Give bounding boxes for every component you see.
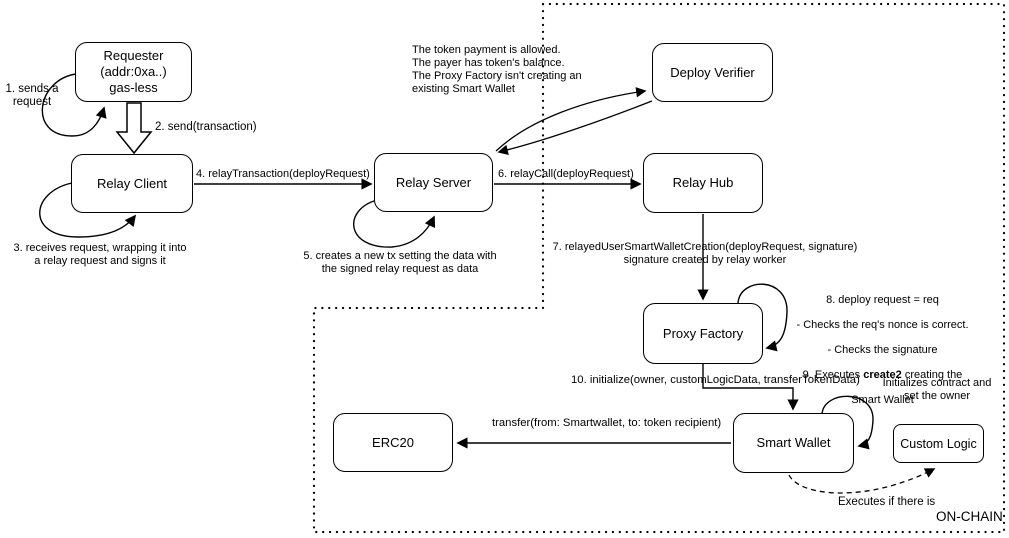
smart-wallet-node[interactable]: Smart Wallet xyxy=(733,413,854,473)
transfer-label: transfer(from: Smartwallet, to: token re… xyxy=(492,417,722,429)
step10-arrow xyxy=(702,364,799,411)
step8-line1: 8. deploy request = req xyxy=(826,293,939,306)
step8-line2: - Checks the req's nonce is correct. xyxy=(796,318,969,331)
step8-9-note: 8. deploy request = req - Checks the req… xyxy=(775,281,990,407)
verify-request-arrow xyxy=(495,87,647,152)
step9-line2: Smart Wallet xyxy=(851,394,914,407)
step1-self-loop-arrow xyxy=(41,73,107,137)
step1-label: 1. sends a request xyxy=(5,83,59,108)
custom-logic-node[interactable]: Custom Logic xyxy=(893,424,984,463)
step5-label: 5. creates a new tx setting the data wit… xyxy=(303,250,497,275)
step6-label: 6. relayCall(deployRequest) xyxy=(498,168,634,180)
step8-line3: - Checks the signature xyxy=(827,343,938,356)
executes-note: Executes if there is xyxy=(838,496,936,508)
step5-self-loop-arrow xyxy=(353,199,436,248)
step9-pre: 9. Executes xyxy=(802,369,864,382)
step7-label: 7. relayedUserSmartWalletCreation(deploy… xyxy=(552,241,858,266)
on-chain-boundary xyxy=(312,2,1006,534)
erc20-node[interactable]: ERC20 xyxy=(333,413,453,472)
relay-server-node[interactable]: Relay Server xyxy=(374,153,493,212)
custom-logic-note: Initializes contract and set the owner xyxy=(882,377,992,402)
deploy-verifier-node[interactable]: Deploy Verifier xyxy=(652,43,773,102)
step3-self-loop-arrow xyxy=(39,182,137,238)
step4-label: 4. relayTransaction(deployRequest) xyxy=(196,168,370,180)
on-chain-label: ON-CHAIN xyxy=(936,509,1003,524)
step10-label: 10. initialize(owner, customLogicData, t… xyxy=(571,374,860,386)
step9-create2: create2 xyxy=(863,369,902,382)
smart-wallet-self-loop-arrow xyxy=(821,395,874,450)
step8-self-loop-arrow xyxy=(737,283,788,352)
step2-block-arrow xyxy=(115,102,153,155)
executes-dashed-arrow xyxy=(788,468,936,494)
requester-node[interactable]: Requester (addr:0xa..) gas-less xyxy=(75,42,192,102)
relay-client-node[interactable]: Relay Client xyxy=(71,154,193,213)
proxy-factory-node[interactable]: Proxy Factory xyxy=(643,303,763,364)
step3-label: 3. receives request, wrapping it into a … xyxy=(13,242,187,267)
step9-post: creating the xyxy=(901,369,963,382)
step2-label: 2. send(transaction) xyxy=(155,121,257,133)
relay-hub-node[interactable]: Relay Hub xyxy=(643,153,763,213)
verify-response-arrow xyxy=(497,100,653,155)
verifier-note: The token payment is allowed. The payer … xyxy=(412,44,582,95)
